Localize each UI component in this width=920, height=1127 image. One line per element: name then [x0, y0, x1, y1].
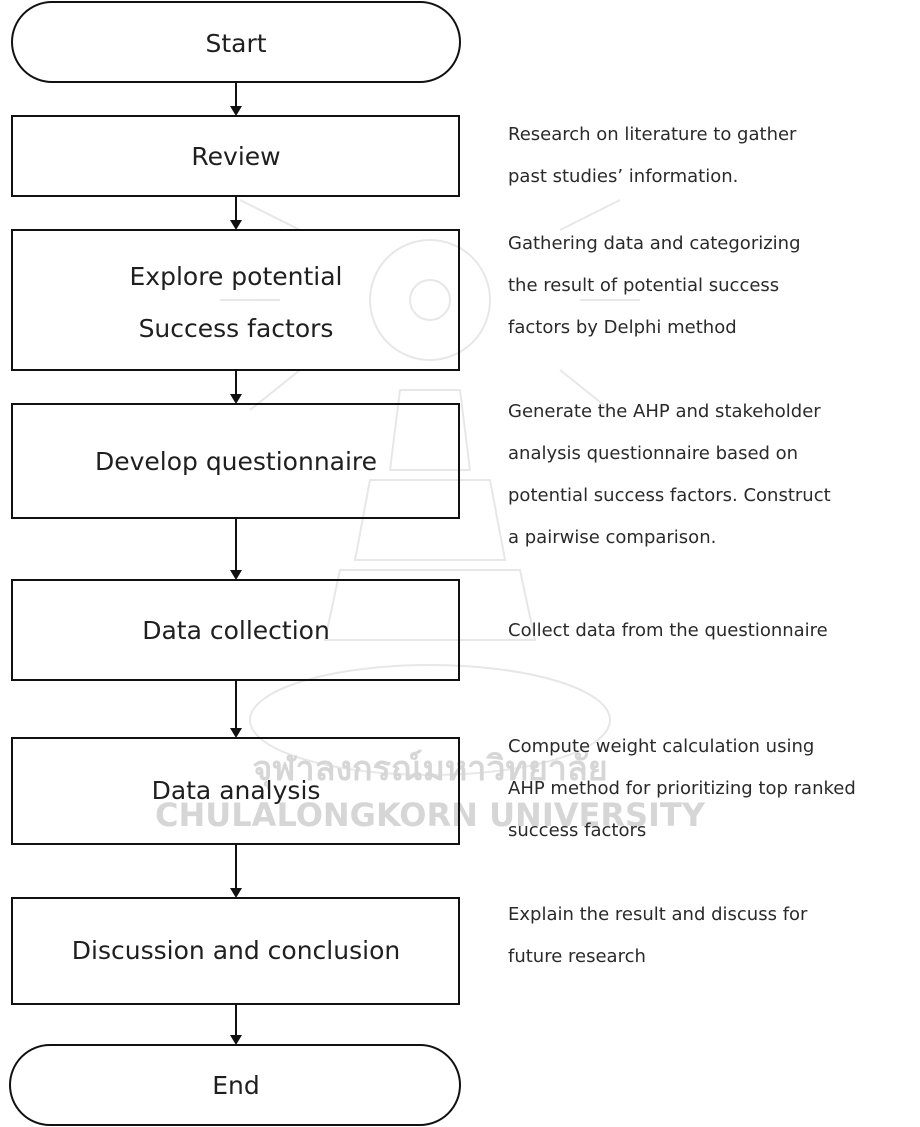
university-seal-watermark — [220, 199, 640, 776]
note-explore-line-3: factors by Delphi method — [508, 317, 737, 338]
arrow-collection-to-analysis — [230, 680, 242, 738]
start-label: Start — [205, 29, 266, 58]
note-explore-line-2: the result of potential success — [508, 275, 779, 296]
note-explore-line-1: Gathering data and categorizing — [508, 233, 801, 254]
note-review-line-1: Research on literature to gather — [508, 124, 797, 145]
end-label: End — [212, 1071, 260, 1100]
note-analysis-line-1: Compute weight calculation using — [508, 736, 814, 757]
step-review-label: Review — [191, 142, 280, 171]
note-develop-line-4: a pairwise comparison. — [508, 527, 716, 548]
note-discussion-line-2: future research — [508, 946, 646, 967]
step-discussion-label: Discussion and conclusion — [72, 936, 400, 965]
arrow-start-to-review — [230, 82, 242, 116]
arrow-analysis-to-discussion — [230, 844, 242, 898]
note-collection-line-1: Collect data from the questionnaire — [508, 620, 828, 641]
watermark-thai-text: จุฬาลงกรณ์มหาวิทยาลัย — [252, 749, 607, 790]
step-explore-label-line-1: Explore potential — [130, 262, 343, 291]
step-develop-label: Develop questionnaire — [95, 447, 377, 476]
step-analysis-label: Data analysis — [152, 776, 321, 805]
note-develop-line-1: Generate the AHP and stakeholder — [508, 401, 821, 422]
arrow-explore-to-develop — [230, 370, 242, 404]
note-analysis-line-2: AHP method for prioritizing top ranked — [508, 778, 856, 799]
note-discussion-line-1: Explain the result and discuss for — [508, 904, 808, 925]
step-collection-label: Data collection — [142, 616, 330, 645]
arrow-review-to-explore — [230, 196, 242, 230]
note-review-line-2: past studies’ information. — [508, 166, 738, 187]
flow-arrows — [230, 82, 242, 1045]
arrow-develop-to-collection — [230, 518, 242, 580]
end-terminal — [9, 1044, 461, 1126]
note-analysis-line-3: success factors — [508, 820, 646, 841]
step-explore-label-line-2: Success factors — [139, 314, 334, 343]
arrow-discussion-to-end — [230, 1004, 242, 1045]
note-develop-line-2: analysis questionnaire based on — [508, 443, 798, 464]
watermark-english-text: CHULALONGKORN UNIVERSITY — [155, 796, 706, 834]
note-develop-line-3: potential success factors. Construct — [508, 485, 831, 506]
